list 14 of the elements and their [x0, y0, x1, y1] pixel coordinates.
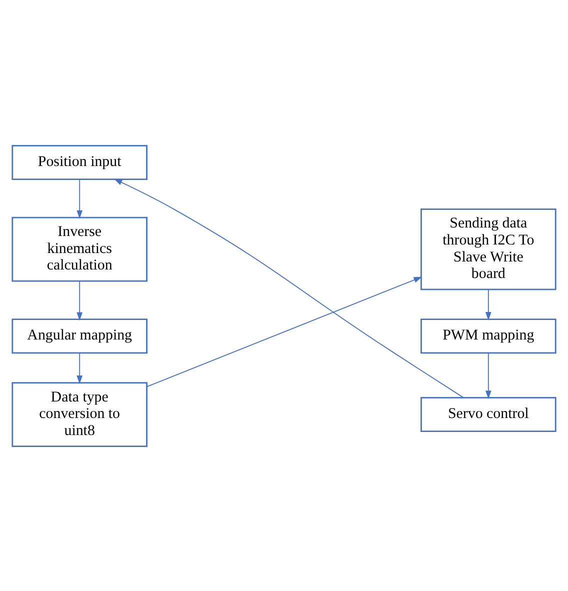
- node-box: Data type conversion to uint8: [12, 382, 148, 446]
- node-box: PWM mapping: [420, 318, 556, 354]
- node-box: Angular mapping: [12, 318, 148, 354]
- arrow: [146, 276, 422, 387]
- arrow: [114, 178, 464, 398]
- arrow: [485, 288, 492, 320]
- node-box: Sending data through I2C To Slave Write board: [420, 208, 556, 290]
- node-box: Position input: [12, 144, 148, 180]
- arrow: [76, 178, 83, 218]
- arrow: [76, 280, 83, 320]
- node-box: Inverse kinematics calculation: [12, 216, 148, 282]
- arrow: [485, 352, 492, 399]
- node-box: Servo control: [420, 396, 556, 432]
- arrow: [76, 352, 83, 384]
